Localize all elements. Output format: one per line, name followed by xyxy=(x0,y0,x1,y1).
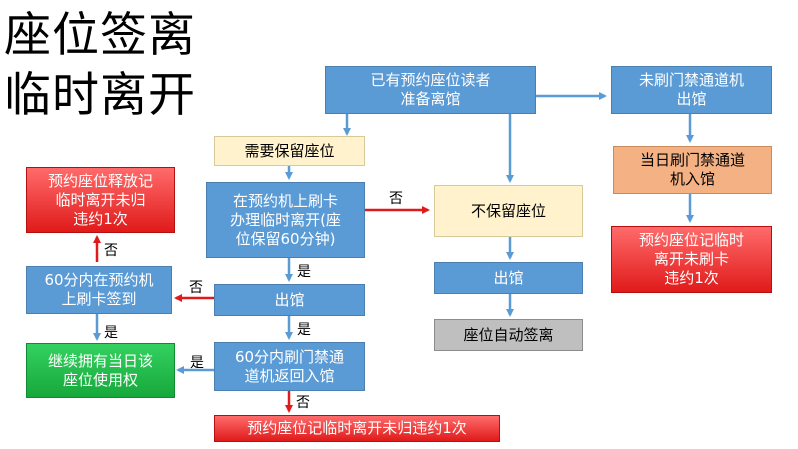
label-no-3: 否 xyxy=(104,243,118,259)
node-exit-right: 出馆 xyxy=(434,262,583,294)
label-yes-3: 是 xyxy=(104,325,118,341)
label-yes-1: 是 xyxy=(297,264,311,280)
node-release-violation: 预约座位释放记 临时离开未归 违约1次 xyxy=(26,167,175,233)
node-record-violation-right: 预约座位记临时 离开未刷卡 违约1次 xyxy=(611,226,772,293)
label-no-2: 否 xyxy=(189,280,203,296)
label-yes-2: 是 xyxy=(297,322,311,338)
node-need-keep-seat: 需要保留座位 xyxy=(214,136,365,166)
node-checkin-within-60: 60分内在预约机 上刷卡签到 xyxy=(26,266,172,314)
node-start: 已有预约座位读者 准备离馆 xyxy=(325,66,536,114)
node-swipe-temp-leave: 在预约机上刷卡 办理临时离开(座 位保留60分钟) xyxy=(206,182,365,258)
label-yes-4: 是 xyxy=(190,355,204,371)
node-same-day-swipe-in: 当日刷门禁通道 机入馆 xyxy=(613,146,772,194)
node-return-within-60: 60分内刷门禁通 道机返回入馆 xyxy=(214,342,365,391)
node-not-keep-seat: 不保留座位 xyxy=(434,185,583,237)
node-no-swipe-exit: 未刷门禁通道机 出馆 xyxy=(611,66,772,114)
node-keep-using: 继续拥有当日该 座位使用权 xyxy=(26,343,175,398)
node-record-violation-bottom: 预约座位记临时离开未归违约1次 xyxy=(214,415,500,442)
label-no-1: 否 xyxy=(389,191,403,207)
node-auto-checkout: 座位自动签离 xyxy=(434,319,583,351)
title-line-1: 座位签离 xyxy=(4,8,196,63)
label-no-4: 否 xyxy=(296,395,310,411)
node-exit-center: 出馆 xyxy=(214,284,365,316)
title-line-2: 临时离开 xyxy=(4,68,196,123)
